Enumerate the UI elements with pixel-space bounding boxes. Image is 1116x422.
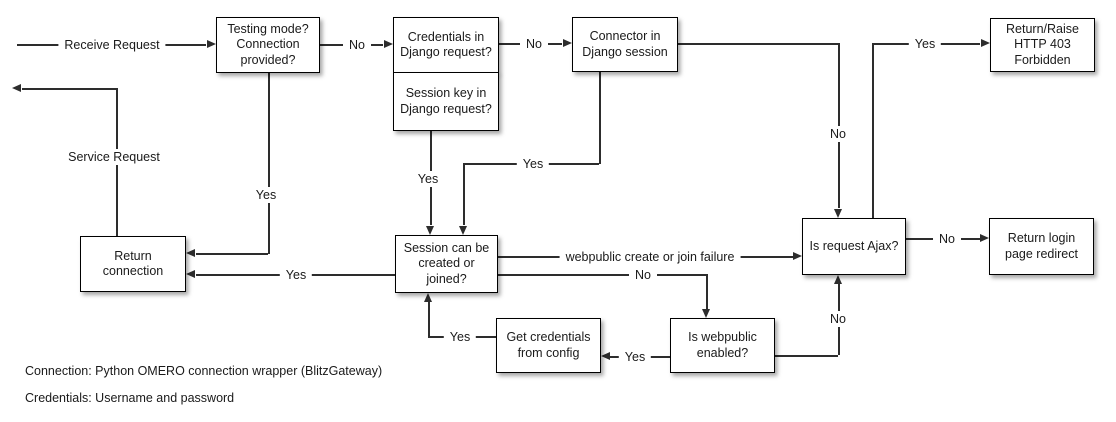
edge-testing-no-label: No <box>343 37 371 53</box>
edge-service-request-label: Service Request <box>62 149 166 165</box>
edge-receive-request-label: Receive Request <box>58 37 166 53</box>
node-return-raise-http-403-forbidden-label-line: HTTP 403 <box>1014 37 1071 52</box>
node-is-webpublic-enabled-label-line: enabled? <box>696 345 749 360</box>
edge-getcreds-yes-session-label: Yes <box>443 329 477 345</box>
edge-connector-no-line <box>838 43 840 208</box>
node-session-can-be-created-or-joined-label-line: Session can be <box>403 240 490 255</box>
edge-connector-yes-session-arrowhead-icon <box>459 226 467 235</box>
node-credentials-in-django-request-label-line: Credentials in <box>407 29 485 44</box>
edge-testing-yes-return-label: Yes <box>249 187 283 203</box>
node-credentials-in-django-request-label-line: Django request? <box>400 45 492 59</box>
node-testing-mode-connection-provided-label-line: provided? <box>240 52 296 67</box>
edge-connector-no-arrowhead-icon <box>834 209 842 218</box>
edge-session-no-webpublic-line <box>706 274 708 309</box>
node-session-can-be-created-or-joined-label-line: created or <box>418 256 475 271</box>
node-testing-mode-connection-provided-label-line: Connection <box>236 37 300 52</box>
edge-webpublic-no-ajax-label: No <box>824 311 852 327</box>
edge-credentials-no-label: No <box>520 36 548 52</box>
node-session-key-in-django-request-label-line: Session key in <box>405 86 487 100</box>
node-connector-in-django-session-label-line: Connector in <box>589 29 661 43</box>
edge-session-yes-return-label: Yes <box>279 267 313 283</box>
edge-session-no-webpublic-arrowhead-icon <box>702 309 710 318</box>
edge-getcreds-yes-session-arrowhead-icon <box>424 293 432 302</box>
edge-testing-no-arrowhead-icon <box>384 40 393 48</box>
edge-ajax-yes-403-arrowhead-icon <box>981 39 990 47</box>
edge-session-yes-return-arrowhead-icon <box>186 270 195 278</box>
node-is-webpublic-enabled-label-line: Is webpublic <box>688 330 757 344</box>
edge-sessionkey-yes-session-label: Yes <box>411 171 445 187</box>
edge-testing-yes-return-line <box>268 73 270 254</box>
edge-webpublic-no-ajax-line <box>775 355 838 357</box>
edge-ajax-yes-403-line <box>872 43 874 218</box>
edge-connector-no-label: No <box>824 126 852 142</box>
edge-connector-yes-session-line <box>599 72 601 164</box>
edge-testing-yes-return-arrowhead-icon <box>186 249 195 257</box>
edge-connector-yes-session-line <box>463 163 465 225</box>
edge-testing-yes-return-line <box>196 253 268 255</box>
edge-session-no-webpublic-label: No <box>629 267 657 283</box>
edge-webpublic-failure-ajax-label: webpublic create or join failure <box>559 249 741 265</box>
edge-connector-no-line <box>678 43 838 45</box>
node-testing-mode-connection-provided-label-line: Testing mode? <box>227 21 309 36</box>
node-session-can-be-created-or-joined-label-line: joined? <box>426 271 467 286</box>
edge-service-request-line <box>22 88 116 90</box>
edge-credentials-no-arrowhead-icon <box>563 39 572 47</box>
node-return-connection-label-line: Return <box>114 248 152 263</box>
edge-service-request-arrowhead-icon <box>12 84 21 92</box>
edge-ajax-yes-403-label: Yes <box>908 36 942 52</box>
node-connector-in-django-session-label-line: Django session <box>582 44 668 59</box>
node-get-credentials-from-config-label-line: Get credentials <box>506 330 591 344</box>
edge-webpublic-yes-getcreds-arrowhead-icon <box>601 352 610 360</box>
node-return-login-page-redirect-label-line: Return login <box>1007 231 1076 245</box>
legend: Connection: Python OMERO connection wrap… <box>25 364 382 418</box>
edge-webpublic-no-ajax-arrowhead-icon <box>834 275 842 284</box>
edge-webpublic-yes-getcreds-label: Yes <box>618 349 652 365</box>
edge-getcreds-yes-session-line <box>428 302 430 336</box>
node-return-raise-http-403-forbidden-label-line: Return/Raise <box>1006 21 1079 36</box>
edge-webpublic-failure-ajax-arrowhead-icon <box>793 252 802 260</box>
edge-connector-yes-session-label: Yes <box>516 156 550 172</box>
node-return-connection-label-line: connection <box>102 264 164 278</box>
node-is-request-ajax-label-line: Is request Ajax? <box>809 238 899 253</box>
node-return-raise-http-403-forbidden-label-line: Forbidden <box>1014 52 1071 67</box>
legend-credentials-definition: Credentials: Username and password <box>25 391 235 405</box>
node-return-login-page-redirect-label-line: page redirect <box>1005 246 1078 261</box>
legend-connection-definition: Connection: Python OMERO connection wrap… <box>25 364 383 378</box>
edge-sessionkey-yes-session-arrowhead-icon <box>426 226 434 235</box>
node-get-credentials-from-config-label-line: from config <box>517 345 580 360</box>
edge-receive-request-arrowhead-icon <box>207 40 216 48</box>
edge-ajax-no-login-arrowhead-icon <box>980 234 989 242</box>
node-is-request-ajax: Is request Ajax? <box>802 218 906 275</box>
edge-session-no-webpublic-line <box>498 274 706 276</box>
edge-ajax-no-login-label: No <box>933 231 961 247</box>
node-session-key-in-django-request-label-line: Django request? <box>400 101 492 116</box>
